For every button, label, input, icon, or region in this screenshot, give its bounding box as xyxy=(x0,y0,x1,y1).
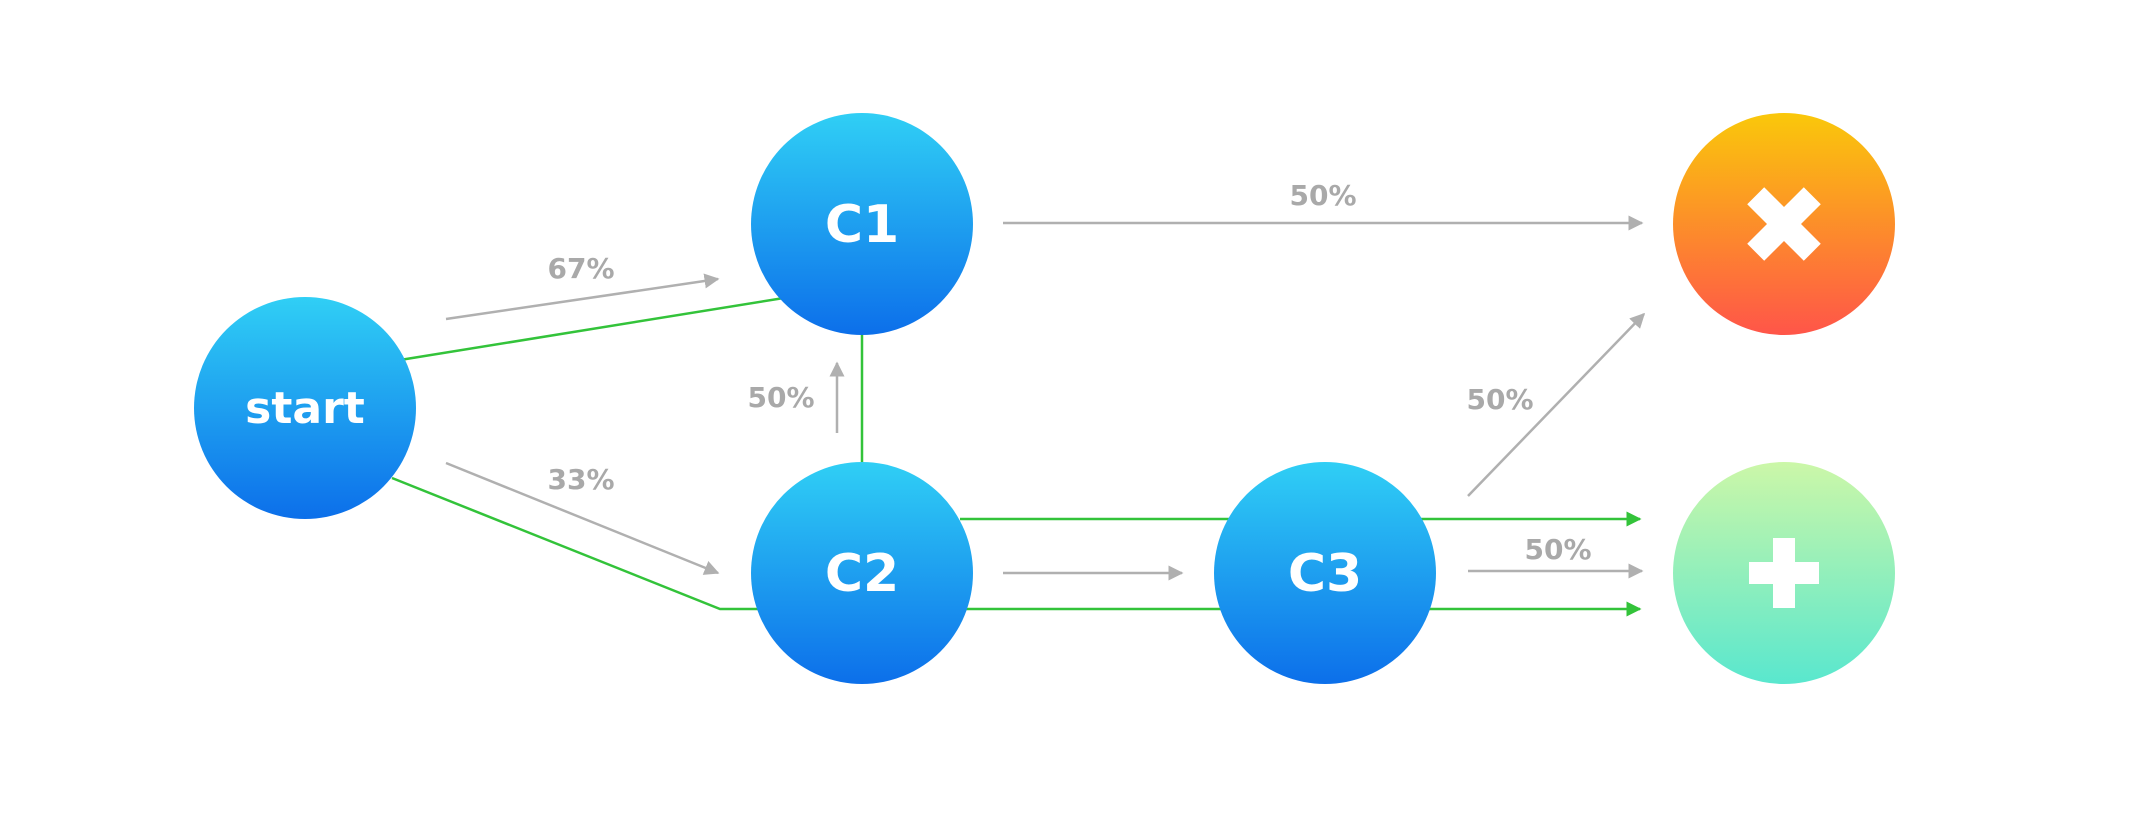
label-c3-fail: 50% xyxy=(1466,383,1533,416)
edge-labels: 67% 33% 50% 50% 50% 50% xyxy=(547,179,1591,566)
plus-icon xyxy=(1749,538,1819,608)
green-paths xyxy=(391,295,1642,617)
green-path-start-c2-c3-success xyxy=(391,476,1642,617)
node-c3-label: C3 xyxy=(1288,544,1362,604)
label-c1-fail: 50% xyxy=(1289,179,1356,212)
node-c2-label: C2 xyxy=(825,544,899,604)
arrow-start-c1 xyxy=(445,273,720,321)
x-icon xyxy=(1747,187,1821,261)
node-success xyxy=(1673,462,1895,684)
green-path-start-c1 xyxy=(399,295,791,362)
label-c3-success: 50% xyxy=(1524,533,1591,566)
label-start-c2: 33% xyxy=(547,463,614,496)
node-start-label: start xyxy=(245,383,365,434)
label-start-c1: 67% xyxy=(547,252,614,285)
node-c1-label: C1 xyxy=(825,195,899,255)
node-c2: C2 xyxy=(751,462,973,684)
node-c1: C1 xyxy=(751,113,973,335)
label-c2-c1: 50% xyxy=(747,381,814,414)
node-c3: C3 xyxy=(1214,462,1436,684)
node-fail xyxy=(1673,113,1895,335)
node-start: start xyxy=(194,297,416,519)
arrow-c3-fail xyxy=(1467,312,1646,497)
arrow-start-c2 xyxy=(445,461,720,575)
gray-arrows xyxy=(445,215,1646,581)
